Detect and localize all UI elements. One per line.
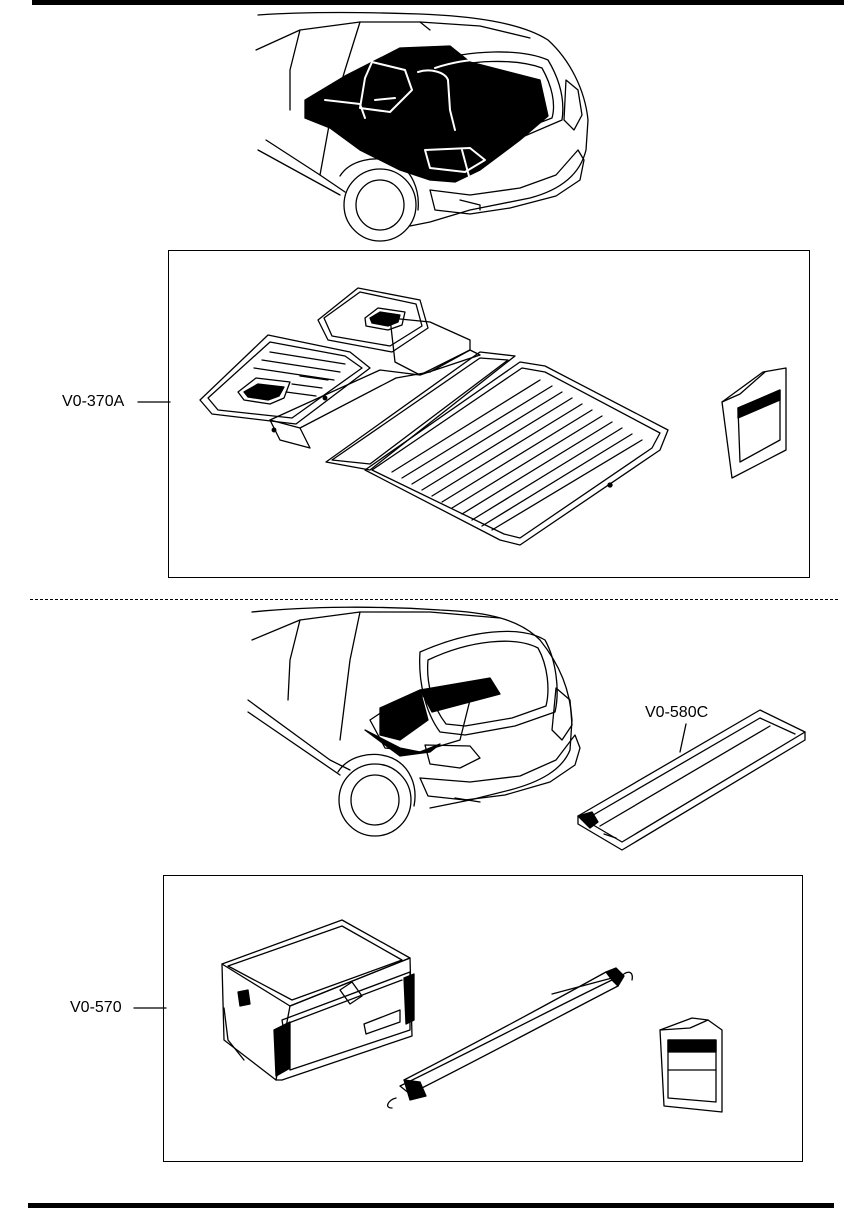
part-label-side-board: V0-580C — [645, 704, 709, 721]
instruction-booklet-icon — [659, 1017, 723, 1113]
floor-board-panel — [168, 250, 810, 578]
instruction-booklet-icon — [721, 367, 787, 479]
part-label-storage-bag: V0-570 — [70, 999, 122, 1016]
car-side-board-illustration — [247, 606, 581, 837]
floor-board-set-illustration — [199, 287, 669, 546]
storage-bag-panel — [163, 875, 803, 1162]
car-rear-cargo-illustration — [255, 11, 589, 242]
top-rule — [32, 0, 844, 5]
bottom-rule — [28, 1203, 834, 1208]
shoulder-strap-illustration — [387, 967, 633, 1109]
section-divider — [30, 599, 838, 600]
side-board-illustration — [577, 709, 806, 851]
part-label-floor-board: V0-370A — [62, 393, 125, 410]
storage-bag-illustration — [221, 919, 415, 1081]
leader-line-side-board — [679, 723, 687, 753]
